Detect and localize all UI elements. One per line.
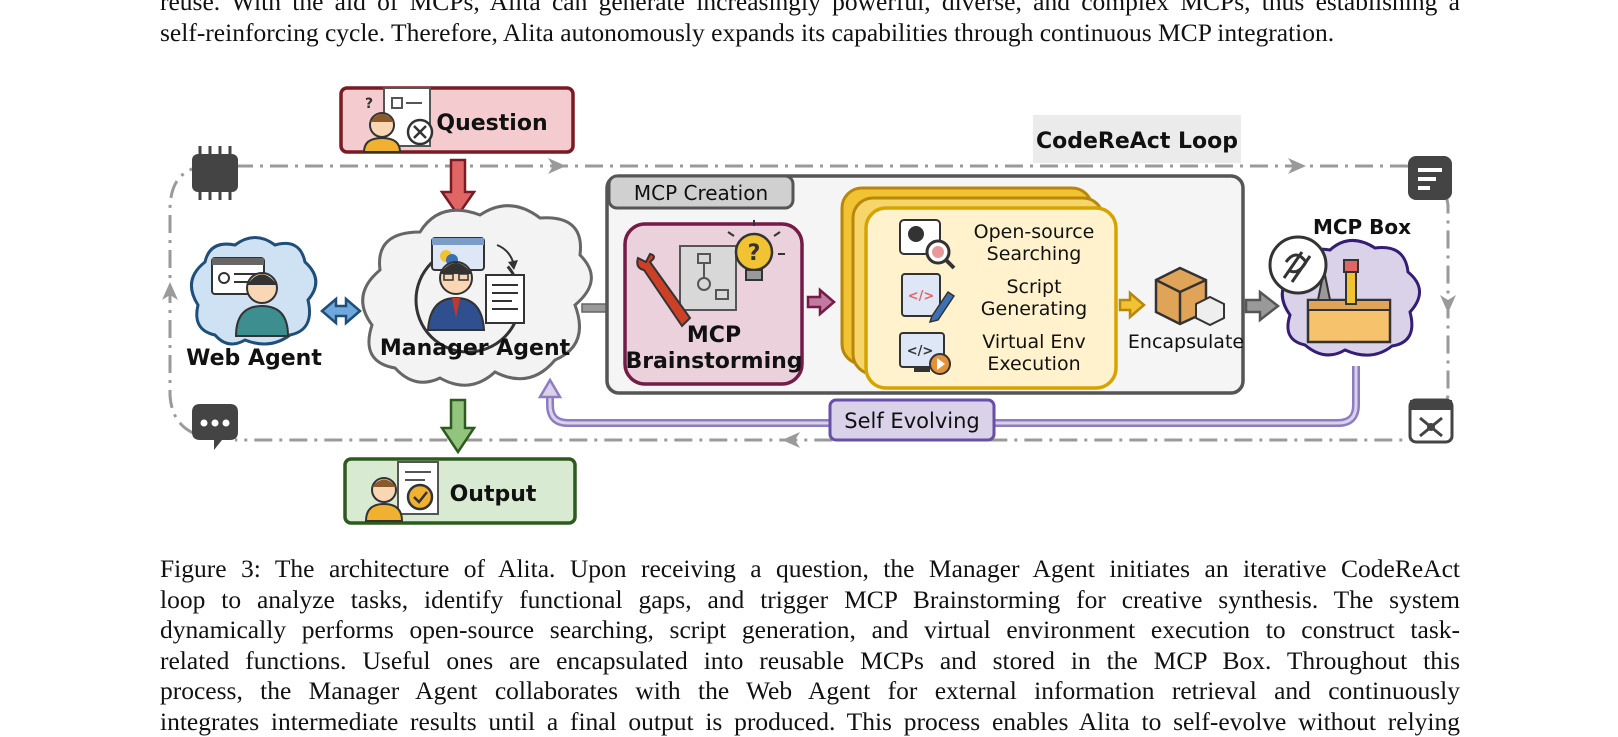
figure-caption: Figure 3: The architecture of Alita. Upo…: [160, 554, 1460, 737]
step-2-line2: Generating: [981, 298, 1087, 320]
output-label: Output: [450, 482, 537, 507]
network-tool-icon: [1410, 400, 1452, 442]
creation-steps-stack: </> </> Open-source Searching Script Gen…: [842, 188, 1116, 388]
encapsulate-to-mcpbox-arrow: [1246, 292, 1278, 320]
svg-text:</>: </>: [908, 289, 935, 304]
codereact-loop-label: CodeReAct Loop: [1036, 129, 1238, 154]
question-box: ? Question: [341, 88, 573, 152]
svg-text:</>: </>: [907, 344, 934, 359]
mcp-brainstorming-label-line1: MCP: [687, 323, 741, 348]
mcp-box-cloud: [1270, 237, 1420, 355]
web-agent-cloud: [191, 238, 315, 345]
mcp-box-label: MCP Box: [1313, 215, 1411, 239]
manager-to-creation-connector: [582, 304, 608, 312]
step-1-line1: Open-source: [974, 221, 1095, 243]
caption-line: related functions. Useful ones are encap…: [160, 646, 1460, 677]
question-to-manager-arrow: [442, 160, 474, 215]
manager-to-output-arrow: [442, 400, 474, 452]
mcp-creation-label: MCP Creation: [634, 181, 768, 205]
caption-line: Figure 3: The architecture of Alita. Upo…: [160, 554, 1460, 585]
self-evolving-arrowhead: [540, 380, 560, 397]
caption-line: dynamically performs open-source searchi…: [160, 615, 1460, 646]
step-1-line2: Searching: [987, 243, 1082, 265]
step-2-line1: Script: [1006, 276, 1061, 298]
web-agent-label: Web Agent: [186, 346, 322, 371]
caption-line: process, the Manager Agent collaborates …: [160, 676, 1460, 707]
step-3-line1: Virtual Env: [982, 331, 1085, 353]
output-box: Output: [345, 459, 575, 523]
document-lines-icon: [1408, 156, 1452, 200]
caption-line: integrates intermediate results until a …: [160, 707, 1460, 737]
web-manager-double-arrow: [322, 299, 360, 323]
chat-bubble-icon: [192, 404, 238, 450]
svg-text:?: ?: [748, 241, 761, 266]
mcp-brainstorming-label-line2: Brainstorming: [625, 349, 802, 374]
cpu-chip-icon: [192, 146, 238, 200]
self-evolving-label: Self Evolving: [844, 409, 979, 433]
svg-text:?: ?: [365, 96, 373, 112]
mcp-brainstorming-box: ? MCP Brainstorming: [625, 220, 803, 384]
manager-agent-label: Manager Agent: [380, 336, 571, 361]
question-label: Question: [436, 111, 547, 136]
step-3-line2: Execution: [987, 353, 1080, 375]
code-execution-icon: </>: [900, 333, 950, 374]
caption-line: loop to analyze tasks, identify function…: [160, 585, 1460, 616]
encapsulate-label: Encapsulate: [1128, 331, 1244, 353]
